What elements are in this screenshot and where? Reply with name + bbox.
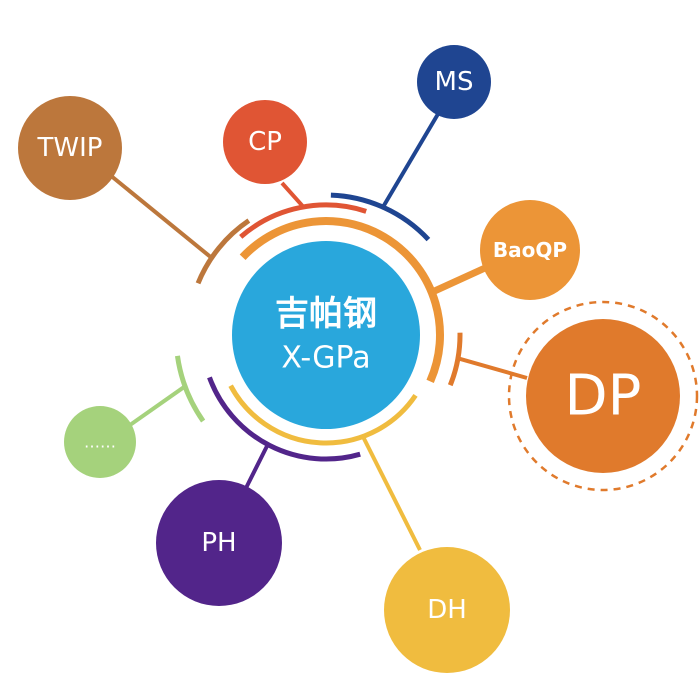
twip-connector: [108, 173, 213, 260]
node-twip: TWIP: [18, 96, 122, 200]
ph-circle: [156, 480, 282, 606]
dp-highlight-ring: [507, 300, 699, 492]
cp-connector: [280, 181, 305, 209]
node-baoqp: BaoQP: [480, 200, 580, 300]
more-circle: [64, 406, 136, 478]
twip-arc: [195, 218, 251, 285]
baoqp-label: BaoQP: [493, 238, 567, 262]
dh-arc: [228, 384, 418, 446]
cp-circle: [223, 100, 307, 184]
cp-label: CP: [248, 127, 282, 157]
node-more: ……: [64, 406, 136, 478]
dp-circle: [526, 319, 680, 473]
baoqp-circle: [480, 200, 580, 300]
more-arc: [174, 355, 206, 423]
ph-arc: [207, 376, 361, 462]
baoqp-connector: [430, 264, 487, 296]
dh-label: DH: [427, 595, 467, 625]
ms-connector: [381, 112, 440, 209]
more-connector: [128, 384, 187, 427]
center-circle: [232, 241, 420, 429]
twip-label: TWIP: [37, 133, 103, 163]
node-dp: DP: [526, 319, 680, 473]
dh-circle: [384, 547, 510, 673]
center-title-cn: 吉帕钢: [275, 294, 377, 334]
twip-circle: [18, 96, 122, 200]
dp-label: DP: [565, 364, 642, 429]
node-cp: CP: [223, 100, 307, 184]
node-ms: MS: [417, 45, 491, 119]
ms-circle: [417, 45, 491, 119]
more-label: ……: [84, 433, 116, 452]
ph-label: PH: [201, 528, 236, 558]
baoqp-arc: [239, 217, 444, 383]
ms-label: MS: [435, 67, 474, 97]
node-ph: PH: [156, 480, 282, 606]
center-node: 吉帕钢 X-GPa: [232, 241, 420, 429]
center-title-en: X-GPa: [281, 341, 370, 376]
node-dh: DH: [384, 547, 510, 673]
dh-connector: [361, 435, 422, 551]
ph-connector: [243, 443, 270, 491]
dp-connector: [457, 356, 528, 380]
cp-arc: [239, 202, 367, 239]
